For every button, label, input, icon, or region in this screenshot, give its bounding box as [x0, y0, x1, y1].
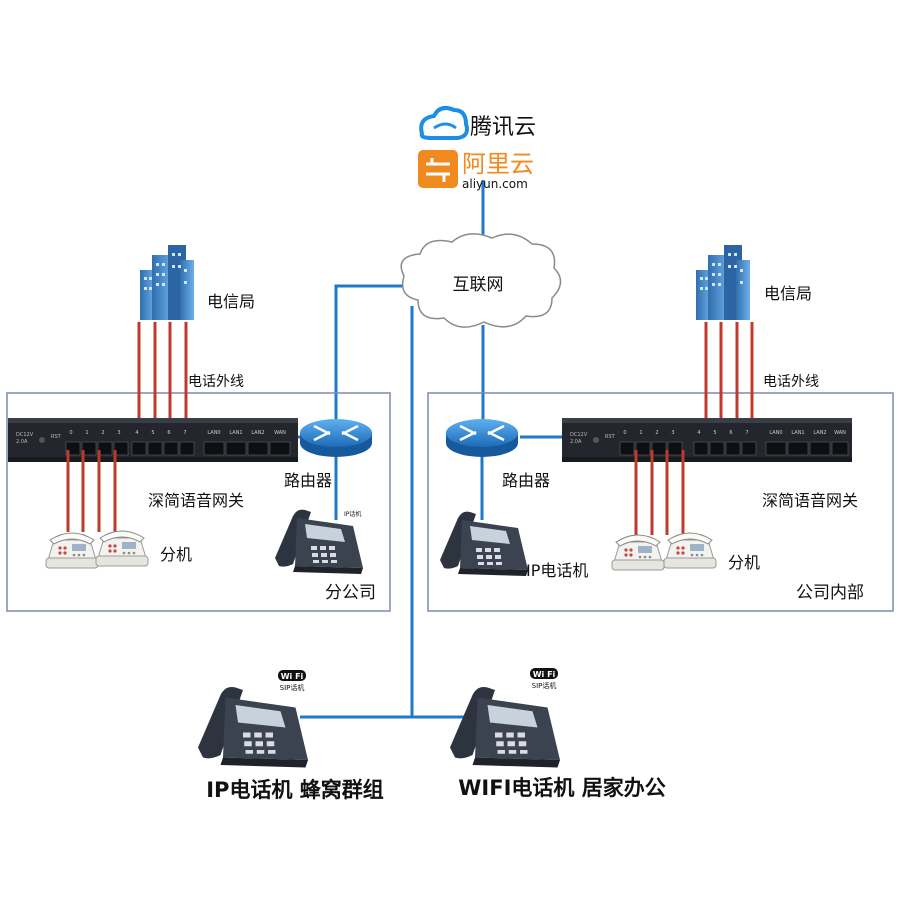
svg-text:5: 5	[151, 430, 154, 436]
svg-text:3: 3	[117, 430, 120, 436]
svg-text:LAN0: LAN0	[769, 430, 782, 436]
right-ip-phone-label: IP电话机	[526, 561, 588, 580]
branch-office-boundary	[6, 392, 391, 612]
building-icon	[140, 245, 194, 320]
analog-phone-icon	[45, 532, 99, 569]
analog-phone-icon	[663, 532, 717, 569]
right-extension-lines	[634, 450, 685, 535]
ip-phone-icon	[198, 687, 308, 768]
right-gateway-label: 深简语音网关	[762, 491, 858, 510]
svg-text:7: 7	[183, 430, 186, 436]
router-icon	[298, 417, 374, 459]
svg-text:3: 3	[671, 430, 674, 436]
router-icon	[444, 417, 520, 459]
svg-text:Wi Fi: Wi Fi	[533, 670, 556, 679]
tencent-cloud-logo: 腾讯云	[419, 106, 536, 140]
svg-text:6: 6	[167, 430, 170, 436]
svg-text:0: 0	[623, 430, 626, 436]
ip-phone-icon	[275, 509, 363, 574]
svg-text:7: 7	[745, 430, 748, 436]
analog-phone-icon	[95, 530, 149, 567]
wifi-badge: Wi Fi SIP话机	[278, 670, 306, 692]
svg-text:RST: RST	[51, 434, 62, 440]
tencent-label: 腾讯云	[470, 115, 536, 140]
svg-text:2.0A: 2.0A	[16, 439, 28, 445]
left-gateway-label: 深简语音网关	[148, 491, 244, 510]
svg-text:Wi Fi: Wi Fi	[281, 672, 304, 681]
left-extension-lines	[66, 450, 117, 532]
aliyun-domain: aliyun.com	[462, 177, 528, 191]
svg-text:WAN: WAN	[274, 430, 286, 436]
svg-text:0: 0	[69, 430, 72, 436]
ip-phone-group-label: IP电话机 蜂窝群组	[206, 778, 384, 802]
svg-text:2: 2	[655, 430, 658, 436]
aliyun-logo: 阿里云 aliyun.com	[418, 150, 534, 191]
svg-text:6: 6	[729, 430, 732, 436]
internet-label: 互联网	[453, 275, 504, 295]
svg-text:1: 1	[639, 430, 642, 436]
branch-office-label: 分公司	[325, 583, 376, 603]
headquarters-label: 公司内部	[796, 583, 864, 603]
svg-text:RST: RST	[605, 434, 616, 440]
svg-text:2.0A: 2.0A	[570, 439, 582, 445]
left-router-label: 路由器	[284, 471, 332, 490]
right-telecom-label: 电信局	[764, 284, 812, 303]
svg-text:LAN1: LAN1	[791, 430, 804, 436]
building-icon	[696, 245, 750, 320]
svg-text:SIP话机: SIP话机	[280, 683, 305, 692]
right-extension-label: 分机	[728, 553, 760, 572]
svg-text:1: 1	[85, 430, 88, 436]
gateway-device-icon: DC12V 2.0A RST 0 1 2 3 4 5 6 7 LAN0 LAN1…	[562, 418, 852, 462]
left-trunk-label: 电话外线	[188, 374, 244, 390]
headquarters-boundary	[427, 392, 894, 612]
cloud-icon: 互联网	[400, 233, 562, 328]
svg-text:LAN2: LAN2	[813, 430, 826, 436]
ip-phone-icon	[450, 687, 560, 768]
ip-phone-icon	[440, 511, 528, 576]
aliyun-name: 阿里云	[462, 150, 534, 178]
svg-text:DC12V: DC12V	[16, 432, 34, 438]
right-trunk-label: 电话外线	[763, 374, 819, 390]
svg-text:2: 2	[101, 430, 104, 436]
left-telecom-label: 电信局	[207, 292, 255, 311]
svg-text:4: 4	[135, 430, 138, 436]
left-extension-label: 分机	[160, 545, 192, 564]
svg-text:4: 4	[697, 430, 700, 436]
svg-text:SIP话机: SIP话机	[532, 681, 557, 690]
svg-text:LAN1: LAN1	[229, 430, 242, 436]
wifi-badge: Wi Fi SIP话机	[530, 668, 558, 690]
right-router-label: 路由器	[502, 471, 550, 490]
left-ip-phone-badge: IP话机	[344, 510, 361, 518]
svg-text:5: 5	[713, 430, 716, 436]
analog-phone-icon	[611, 534, 665, 571]
svg-text:WAN: WAN	[834, 430, 846, 436]
wifi-phone-home-label: WIFI电话机 居家办公	[458, 776, 665, 800]
svg-text:LAN0: LAN0	[207, 430, 220, 436]
gateway-device-icon: DC12V 2.0A RST 0 1 2 3 4 5 6 7 LAN0 LAN1…	[8, 418, 298, 462]
svg-text:DC12V: DC12V	[570, 432, 588, 438]
svg-text:LAN2: LAN2	[251, 430, 264, 436]
